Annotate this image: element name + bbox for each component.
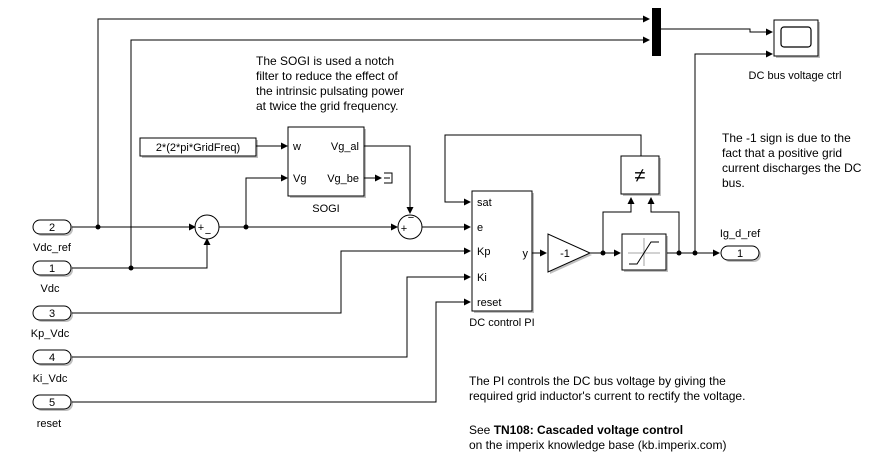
scope-block[interactable] — [773, 19, 820, 58]
scope-screen-icon — [780, 26, 812, 48]
reference-link[interactable]: TN108: Cascaded voltage control — [493, 423, 684, 437]
outport-label: Ig_d_ref — [720, 228, 761, 240]
sum-minus-sign: − — [205, 228, 211, 240]
saturation-curve-icon — [629, 241, 659, 265]
inport-kp-vdc[interactable]: 3 — [32, 305, 73, 322]
inport-ki-vdc[interactable]: 4 — [32, 349, 73, 366]
saturation-block[interactable] — [621, 233, 668, 272]
inport-number: 4 — [49, 352, 55, 364]
inport-label: Ki_Vdc — [33, 373, 68, 385]
inport-label: Vdc_ref — [33, 242, 72, 254]
reference-annotation: See TN108: Cascaded voltage control on t… — [469, 423, 727, 452]
outport-ig-d-ref[interactable]: 1 — [720, 245, 761, 262]
inport-label: Kp_Vdc — [31, 328, 70, 340]
relational-operator-block[interactable]: ≠ — [620, 155, 661, 196]
sogi-port-vg: Vg — [293, 173, 306, 185]
gain-value: -1 — [560, 248, 570, 260]
pi-label: DC control PI — [469, 317, 534, 329]
branch-points — [95, 224, 698, 271]
inport-reset[interactable]: 5 — [32, 394, 73, 411]
sogi-port-vg-al: Vg_al — [331, 141, 359, 153]
inport-label: Vdc — [41, 283, 60, 295]
pi-controller-block[interactable]: sat e Kp Ki reset y — [471, 190, 534, 313]
not-equal-symbol: ≠ — [635, 165, 646, 187]
sum-block-1[interactable]: + − — [194, 214, 220, 240]
pi-port-reset: reset — [477, 297, 501, 309]
inport-label: reset — [37, 418, 61, 430]
pi-port-ki: Ki — [477, 272, 487, 284]
sum-plus-sign: + — [401, 223, 407, 235]
sign-annotation: The -1 sign is due to the fact that a po… — [722, 131, 862, 190]
scope-label: DC bus voltage ctrl — [749, 70, 842, 82]
terminator-block[interactable] — [384, 172, 393, 184]
sogi-port-vg-be: Vg_be — [327, 173, 359, 185]
sogi-port-w: w — [292, 141, 301, 153]
inport-vdc-ref[interactable]: 2 — [32, 219, 73, 236]
constant-expression: 2*(2*pi*GridFreq) — [156, 142, 240, 154]
mux-block[interactable] — [652, 8, 661, 56]
pi-port-y: y — [523, 248, 529, 260]
inport-vdc[interactable]: 1 — [32, 260, 73, 277]
sum-minus-sign: − — [408, 212, 414, 224]
inport-number: 3 — [49, 308, 55, 320]
pi-port-e: e — [477, 222, 483, 234]
inport-number: 2 — [49, 222, 55, 234]
sogi-label: SOGI — [312, 203, 340, 215]
sogi-block[interactable]: w Vg Vg_al Vg_be — [287, 126, 366, 198]
sogi-annotation: The SOGI is used a notch filter to reduc… — [256, 54, 405, 113]
gain-block[interactable]: -1 — [547, 233, 592, 274]
inport-number: 5 — [49, 397, 55, 409]
inport-number: 1 — [49, 263, 55, 275]
signal-wires — [72, 15, 773, 403]
sum-block-2[interactable]: + − — [397, 212, 423, 240]
pi-port-sat: sat — [477, 197, 492, 209]
pi-annotation: The PI controls the DC bus voltage by gi… — [469, 374, 746, 403]
constant-block[interactable]: 2*(2*pi*GridFreq) — [139, 137, 258, 158]
outport-number: 1 — [737, 248, 743, 260]
pi-port-kp: Kp — [477, 246, 490, 258]
sum-plus-sign: + — [198, 222, 204, 234]
